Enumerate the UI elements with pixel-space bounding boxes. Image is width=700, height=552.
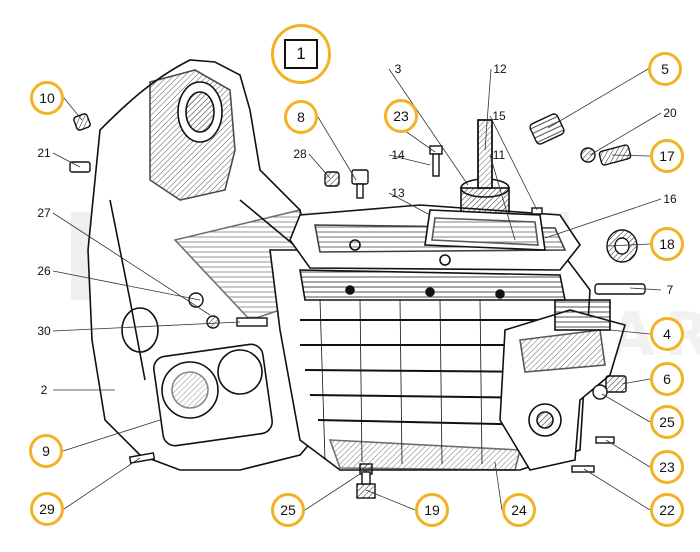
- leader-line: [607, 243, 651, 247]
- callout-24: 24: [502, 493, 536, 527]
- callout-22: 22: [650, 493, 684, 527]
- callout-26: 26: [37, 264, 51, 278]
- leader-line: [605, 439, 651, 468]
- callout-13: 13: [391, 186, 405, 200]
- leader-line: [63, 97, 83, 121]
- callout-25: 25: [271, 493, 305, 527]
- callout-19: 19: [415, 493, 449, 527]
- figure-number-badge: 1: [271, 24, 331, 84]
- callout-23: 23: [650, 450, 684, 484]
- callout-12: 12: [493, 62, 507, 76]
- callout-6: 6: [650, 362, 684, 396]
- loose-parts: [69, 113, 646, 499]
- callout-16: 16: [663, 192, 677, 206]
- leader-line: [52, 321, 241, 332]
- callout-9: 9: [29, 434, 63, 468]
- callout-30: 30: [37, 324, 51, 338]
- leader-line: [484, 68, 492, 151]
- leader-line: [308, 153, 331, 179]
- leader-line: [63, 457, 141, 510]
- callout-27: 27: [37, 206, 51, 220]
- leader-line: [609, 329, 651, 335]
- leader-line: [365, 489, 416, 511]
- leader-line: [317, 116, 357, 181]
- callout-4: 4: [650, 317, 684, 351]
- leader-line: [52, 270, 201, 301]
- figure-number: 1: [284, 39, 318, 69]
- leader-line: [611, 154, 651, 157]
- callout-7: 7: [666, 283, 674, 297]
- callout-25: 25: [650, 405, 684, 439]
- callout-21: 21: [37, 146, 51, 160]
- leader-line: [489, 115, 538, 211]
- leader-line: [489, 154, 516, 241]
- callout-10: 10: [30, 81, 64, 115]
- leader-line: [62, 419, 161, 452]
- leader-line: [52, 212, 211, 316]
- callout-29: 29: [30, 492, 64, 526]
- leader-lines: [52, 68, 662, 511]
- leader-line: [621, 378, 651, 385]
- callout-28: 28: [293, 147, 307, 161]
- callout-8: 8: [284, 100, 318, 134]
- callout-18: 18: [650, 227, 684, 261]
- leader-line: [583, 468, 651, 511]
- leader-line: [304, 469, 367, 511]
- leader-line: [547, 68, 649, 129]
- leader-line: [544, 198, 662, 239]
- leader-line: [589, 112, 662, 156]
- leader-line: [629, 287, 662, 291]
- leader-line: [494, 461, 503, 511]
- callout-20: 20: [663, 106, 677, 120]
- callout-17: 17: [650, 139, 684, 173]
- callout-3: 3: [394, 62, 402, 76]
- leader-line: [388, 68, 469, 186]
- shift-tower: [424, 119, 546, 251]
- callout-2: 2: [40, 383, 48, 397]
- callout-5: 5: [648, 52, 682, 86]
- leader-line: [601, 393, 651, 423]
- callout-11: 11: [492, 148, 506, 162]
- leader-line: [388, 154, 431, 166]
- rear-housing: [499, 299, 627, 471]
- callout-15: 15: [492, 109, 506, 123]
- callout-23: 23: [384, 99, 418, 133]
- leader-line: [52, 152, 81, 168]
- callout-14: 14: [391, 148, 405, 162]
- leader-line: [388, 192, 431, 216]
